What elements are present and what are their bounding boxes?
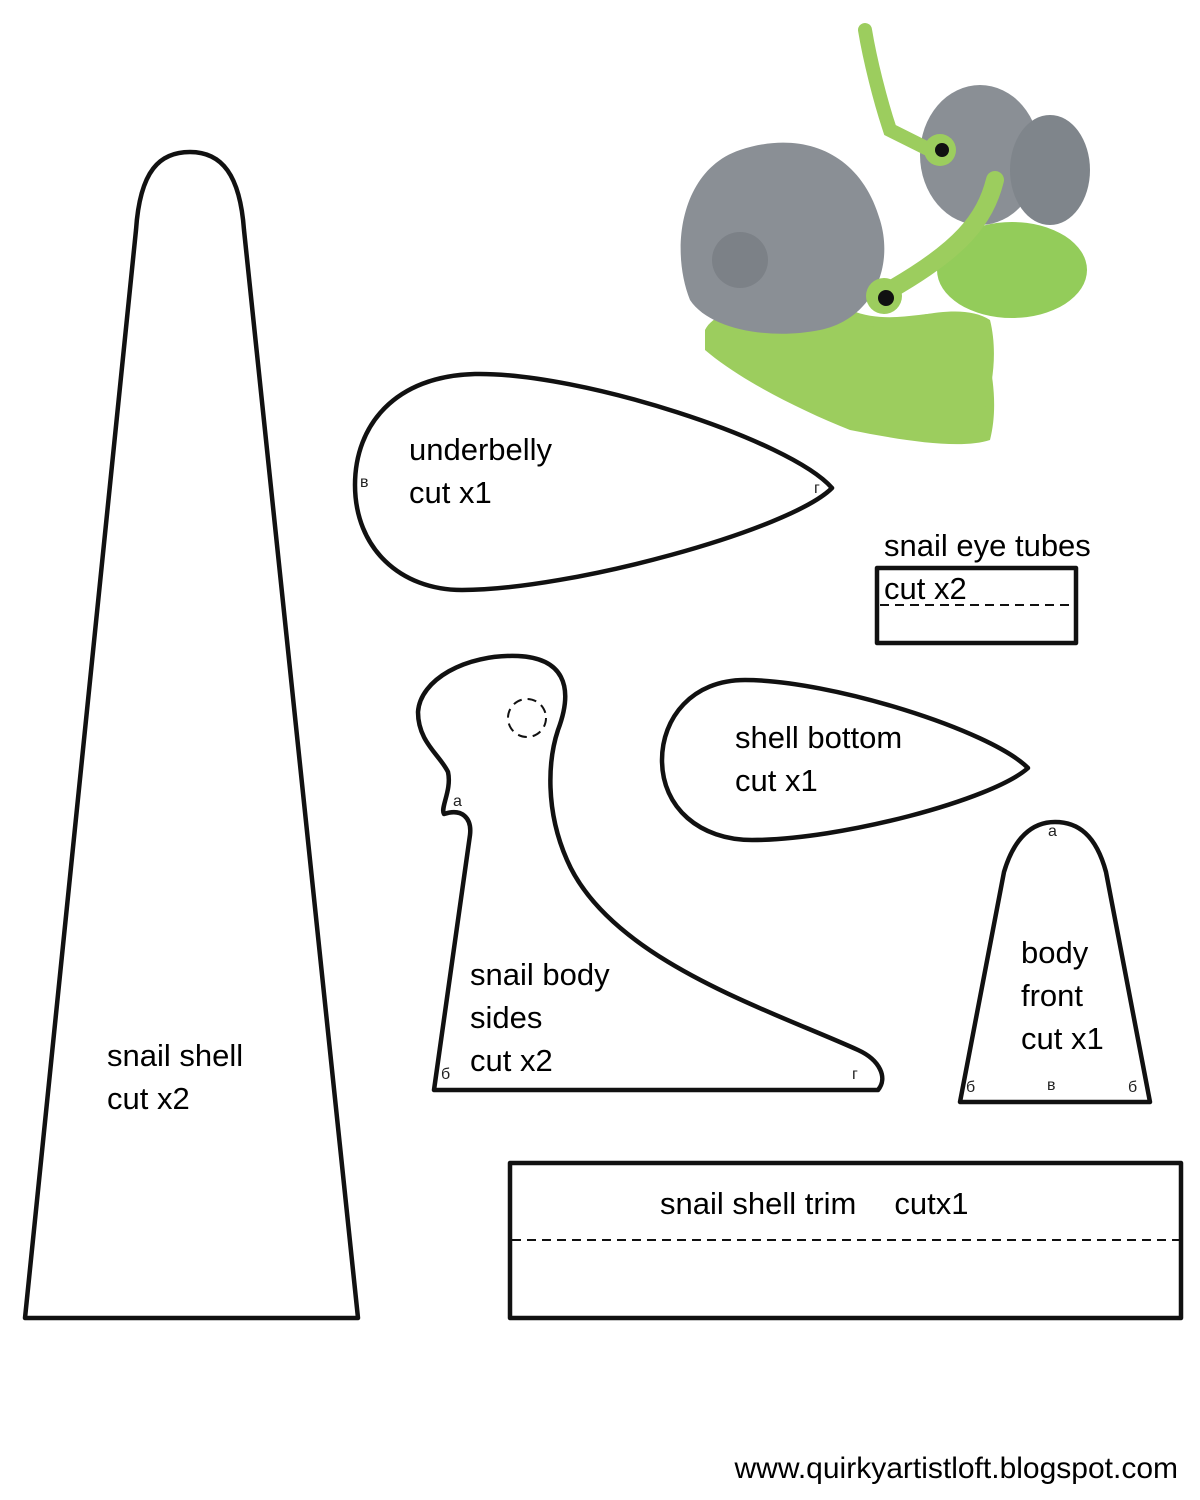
mark-a: а	[453, 793, 462, 810]
mark-v: в	[1047, 1077, 1056, 1094]
mark-v: в	[360, 474, 369, 491]
mark-b: б	[1128, 1079, 1138, 1096]
mark-b: б	[966, 1079, 976, 1096]
snail-toy-photo	[680, 23, 1090, 445]
body-sides-piece	[415, 653, 885, 1093]
mark-a: а	[1048, 823, 1057, 840]
body-front-piece	[957, 819, 1153, 1105]
mark-b: б	[441, 1066, 451, 1083]
eye-placement-circle	[507, 698, 547, 738]
shell-trim-piece	[507, 1160, 1184, 1321]
shell-bottom-piece	[659, 677, 1031, 843]
mark-g: г	[814, 480, 820, 497]
underbelly-piece	[352, 371, 835, 593]
mark-g: г	[852, 1066, 858, 1083]
eye-tubes-piece	[874, 565, 1079, 646]
snail-shell-piece	[22, 149, 361, 1321]
blog-url: www.quirkyartistloft.blogspot.com	[734, 1452, 1179, 1485]
